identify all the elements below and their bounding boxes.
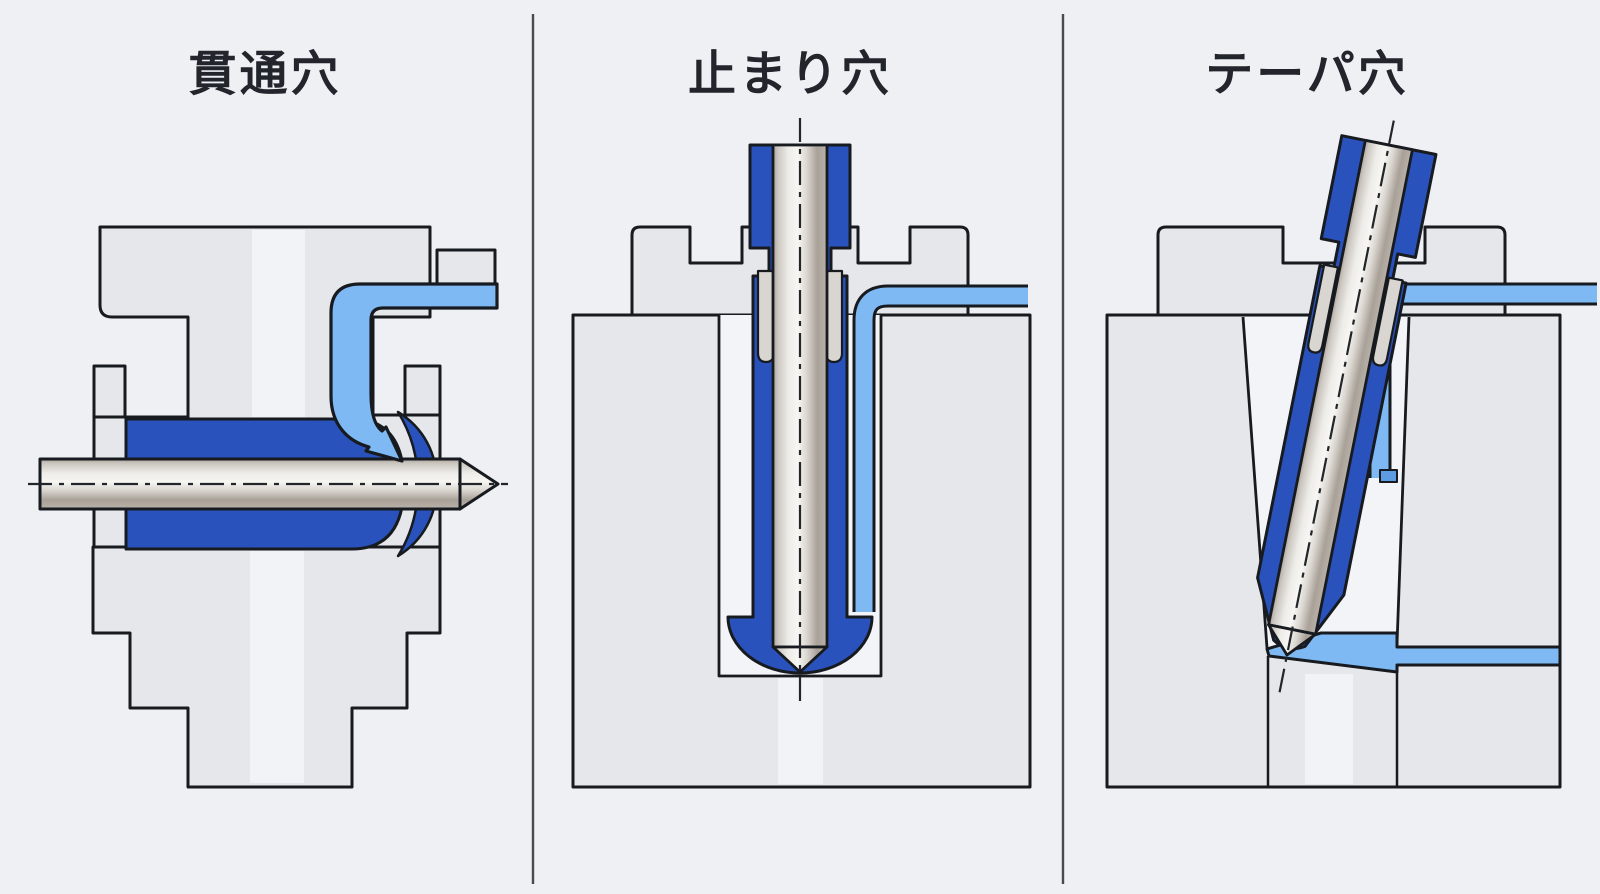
column-highlight-stripe xyxy=(250,551,304,783)
panel-taper-hole xyxy=(1105,120,1597,789)
guide-strip-right xyxy=(824,269,844,364)
title-blind-hole: 止まり穴 xyxy=(687,48,892,101)
coolant-pipe xyxy=(855,287,1028,612)
panel-blind-hole xyxy=(571,118,1032,789)
centerline xyxy=(1278,120,1395,695)
guide-strip-right xyxy=(1371,276,1404,367)
coolant-pipe-arrow-icon xyxy=(329,282,499,463)
taper-wall-right xyxy=(1395,316,1411,645)
title-through-hole: 貫通穴 xyxy=(188,48,342,101)
workpiece-right-block xyxy=(435,248,497,286)
coolant-pool xyxy=(1265,631,1562,674)
plate-highlight-stripe xyxy=(252,230,305,417)
block-highlight-stripe xyxy=(1305,674,1353,784)
right-step-tab xyxy=(403,364,442,417)
tilted-drill-assembly xyxy=(1256,120,1438,695)
guide-strip-left xyxy=(1307,263,1340,354)
title-taper-hole: テーパ穴 xyxy=(1205,48,1409,101)
pipe-tip xyxy=(1379,469,1398,483)
left-step-tab xyxy=(92,364,127,419)
panel-through-hole xyxy=(28,225,508,789)
